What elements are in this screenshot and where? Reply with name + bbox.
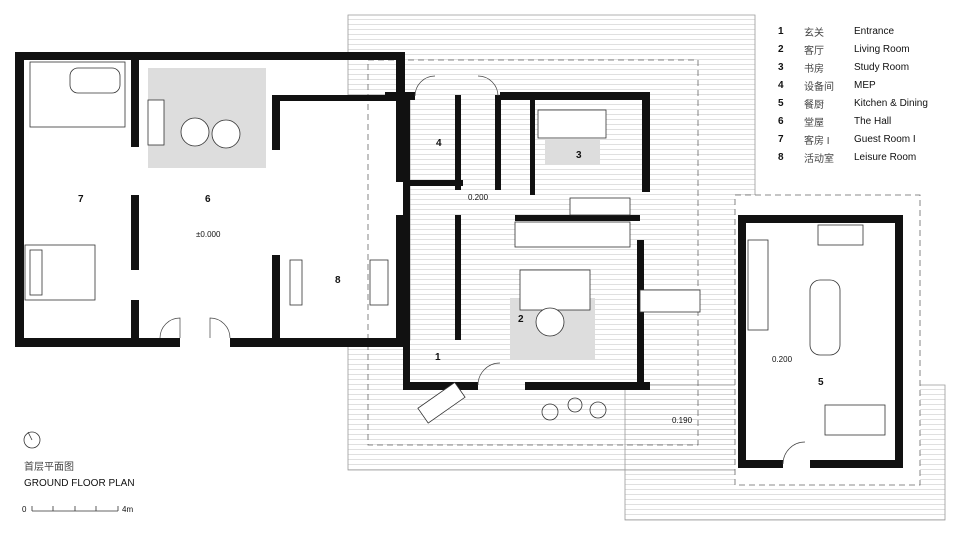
room-label-6: 6 bbox=[205, 194, 211, 205]
legend-cn: 玄关 bbox=[804, 27, 824, 39]
room-label-1: 1 bbox=[435, 352, 441, 363]
legend-num: 3 bbox=[778, 61, 784, 73]
room-label-4: 4 bbox=[436, 138, 442, 149]
legend-item: 6 堂屋 The Hall bbox=[778, 112, 928, 130]
legend-num: 7 bbox=[778, 133, 784, 145]
legend-item: 8 活动室 Leisure Room bbox=[778, 148, 928, 166]
legend-item: 5 餐厨 Kitchen & Dining bbox=[778, 94, 928, 112]
legend-num: 5 bbox=[778, 97, 784, 109]
scale-end: 4m bbox=[122, 505, 133, 514]
legend-cn: 书房 bbox=[804, 63, 824, 75]
walls bbox=[15, 52, 903, 468]
legend-item: 4 设备间 MEP bbox=[778, 76, 928, 94]
level-deck: 0.190 bbox=[672, 416, 693, 425]
room-label-5: 5 bbox=[818, 377, 824, 388]
legend-item: 7 客房 I Guest Room I bbox=[778, 130, 928, 148]
plan-title-en: GROUND FLOOR PLAN bbox=[24, 478, 135, 489]
level-central: 0.200 bbox=[468, 193, 489, 202]
legend-item: 1 玄关 Entrance bbox=[778, 22, 928, 40]
legend-en: Kitchen & Dining bbox=[854, 97, 928, 109]
legend-cn: 设备间 bbox=[804, 81, 834, 93]
legend-num: 2 bbox=[778, 43, 784, 55]
legend-en: MEP bbox=[854, 79, 876, 91]
legend-num: 6 bbox=[778, 115, 784, 127]
legend-en: Leisure Room bbox=[854, 151, 917, 163]
room-label-3: 3 bbox=[576, 150, 582, 161]
legend-cn: 客厅 bbox=[804, 45, 824, 57]
legend-num: 1 bbox=[778, 25, 784, 37]
level-hall: ±0.000 bbox=[196, 230, 221, 239]
legend-en: Study Room bbox=[854, 61, 910, 73]
north-arrow-icon bbox=[23, 431, 41, 449]
legend-en: The Hall bbox=[854, 115, 892, 127]
plan-title-cn: 首层平面图 bbox=[24, 462, 74, 473]
legend-num: 4 bbox=[778, 79, 784, 91]
legend: 1 玄关 Entrance 2 客厅 Living Room 3 书房 Study Room… bbox=[778, 22, 928, 166]
legend-cn: 餐厨 bbox=[804, 99, 824, 111]
room-label-2: 2 bbox=[518, 314, 524, 325]
legend-item: 3 书房 Study Room bbox=[778, 58, 928, 76]
scale-start: 0 bbox=[22, 505, 27, 514]
legend-en: Entrance bbox=[854, 25, 895, 37]
legend-cn: 堂屋 bbox=[804, 117, 824, 129]
room-label-8: 8 bbox=[335, 275, 341, 286]
level-kitchen: 0.200 bbox=[772, 355, 793, 364]
legend-en: Guest Room I bbox=[854, 133, 916, 145]
furniture bbox=[23, 61, 886, 449]
legend-item: 2 客厅 Living Room bbox=[778, 40, 928, 58]
doors bbox=[159, 75, 806, 465]
scale-bar bbox=[31, 506, 119, 512]
legend-num: 8 bbox=[778, 151, 784, 163]
legend-en: Living Room bbox=[854, 43, 910, 55]
legend-cn: 客房 I bbox=[804, 135, 830, 147]
legend-cn: 活动室 bbox=[804, 153, 834, 165]
room-label-7: 7 bbox=[78, 194, 84, 205]
